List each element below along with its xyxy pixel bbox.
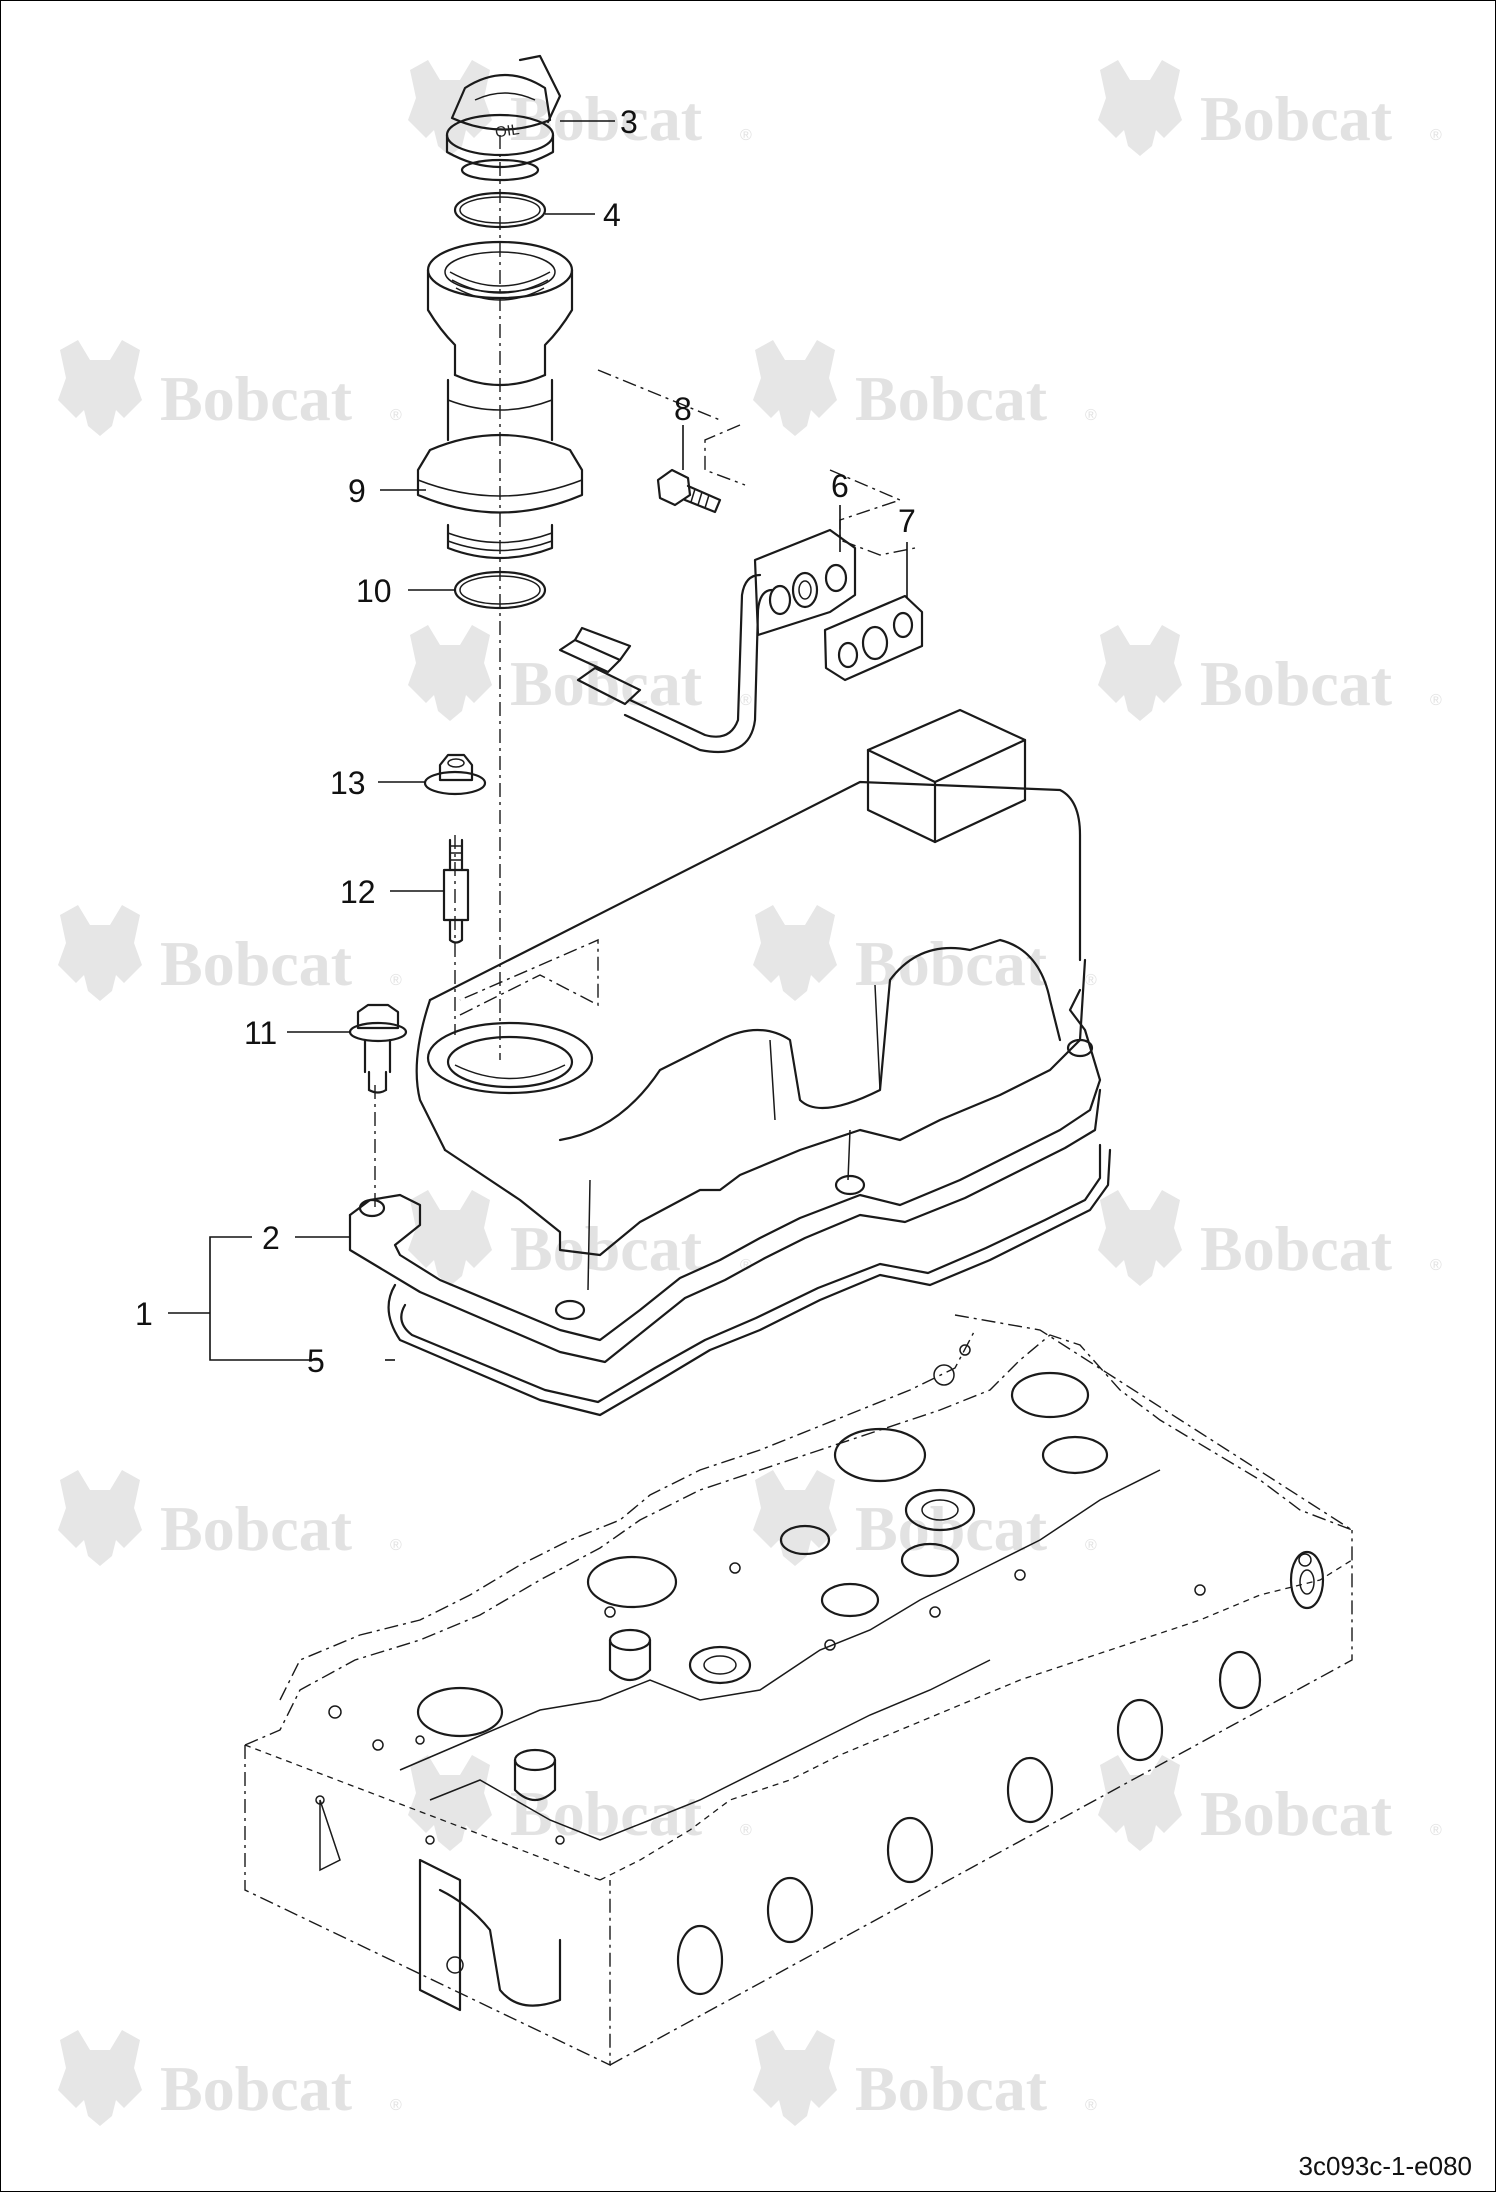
watermark: Bobcat ® (1098, 1190, 1442, 1286)
cylinder-head-phantom (244, 1314, 1353, 2067)
callout-8: 8 (674, 391, 692, 427)
cap-marking: OIL (494, 121, 520, 141)
callout-10: 10 (356, 573, 392, 609)
stud (442, 838, 470, 944)
watermark: Bobcat ® (753, 340, 1097, 436)
assembly-center-lines (374, 135, 916, 1210)
callout-9: 9 (348, 473, 366, 509)
watermark: Bobcat ® (1098, 60, 1442, 156)
o-ring-upper (453, 191, 547, 229)
watermark-grid: Bobcat® Bobcat® Bobcat® Bobcat® Bobcat® … (58, 60, 1442, 2126)
callout-1: 1 (135, 1296, 153, 1332)
watermark-mark: ® (1085, 2097, 1097, 2114)
callout-5: 5 (307, 1343, 325, 1379)
watermark-text: Bobcat (855, 2053, 1048, 2124)
watermark-text: Bobcat (160, 928, 353, 999)
oil-filler-cap: OIL (445, 54, 562, 182)
watermark-text: Bobcat (160, 1493, 353, 1564)
callout-7: 7 (898, 503, 916, 539)
watermark-text: Bobcat (855, 928, 1048, 999)
flange-nut (423, 753, 487, 796)
watermark-mark: ® (390, 2097, 402, 2114)
callout-13: 13 (330, 765, 366, 801)
watermark-mark: ® (1430, 1257, 1442, 1274)
watermark-text: Bobcat (160, 2053, 353, 2124)
watermark-text: Bobcat (510, 83, 703, 154)
watermark: Bobcat® (408, 1755, 752, 1851)
watermark-text: Bobcat (160, 363, 353, 434)
watermark-mark: ® (740, 1822, 752, 1839)
watermark: Bobcat ® (408, 60, 752, 156)
callout-4: 4 (603, 197, 621, 233)
watermark-mark: ® (390, 1537, 402, 1554)
watermark: Bobcat ® (1098, 625, 1442, 721)
watermark: Bobcat® (408, 1190, 752, 1286)
watermark-text: Bobcat (510, 648, 703, 719)
watermark-mark: ® (1085, 972, 1097, 989)
rocker-cover (348, 708, 1102, 1364)
cover-gasket (387, 1143, 1112, 1417)
watermark: Bobcat ® (1098, 1755, 1442, 1851)
callout-11: 11 (244, 1015, 277, 1051)
callout-labels: 3 4 8 6 7 9 10 13 12 11 2 1 5 (135, 104, 916, 1379)
watermark: Bobcat ® (58, 905, 402, 1001)
watermark: Bobcat® (753, 1470, 1097, 1566)
callout-12: 12 (340, 874, 376, 910)
watermark-mark: ® (740, 692, 752, 709)
document-code: 3c093c-1-e080 (1298, 2151, 1472, 2181)
watermark-text: Bobcat (1200, 1778, 1393, 1849)
watermark: Bobcat ® (753, 905, 1097, 1001)
watermark-mark: ® (1430, 127, 1442, 144)
watermark-text: Bobcat (1200, 648, 1393, 719)
watermark-mark: ® (740, 127, 752, 144)
watermark-mark: ® (1085, 1537, 1097, 1554)
pipe-gasket (823, 594, 924, 682)
watermark-text: Bobcat (855, 363, 1048, 434)
watermark: Bobcat ® (753, 2030, 1097, 2126)
callout-3: 3 (620, 104, 638, 140)
callout-6: 6 (831, 468, 849, 504)
watermark-mark: ® (1430, 1822, 1442, 1839)
breather-pipe (558, 528, 857, 754)
watermark-text: Bobcat (1200, 83, 1393, 154)
watermark: Bobcat ® (408, 625, 752, 721)
oil-filler-neck (416, 240, 584, 560)
watermark-text: Bobcat (1200, 1213, 1393, 1284)
watermark: Bobcat ® (58, 340, 402, 436)
watermark: Bobcat ® (58, 2030, 402, 2126)
watermark-mark: ® (1430, 692, 1442, 709)
banjo-bolt (656, 468, 722, 514)
watermark-mark: ® (390, 972, 402, 989)
watermark-mark: ® (390, 407, 402, 424)
leader-lines (168, 120, 908, 1361)
watermark: Bobcat ® (58, 1470, 402, 1566)
callout-2: 2 (262, 1220, 280, 1256)
flange-bolt (348, 1003, 408, 1094)
watermark-mark: ® (1085, 407, 1097, 424)
